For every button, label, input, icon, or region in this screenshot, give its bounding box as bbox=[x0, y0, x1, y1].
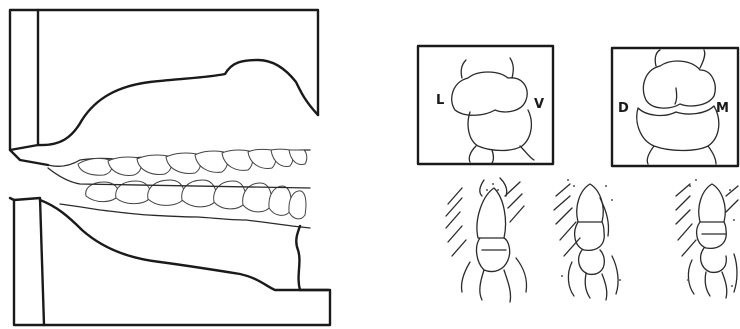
tooth-section-3 bbox=[676, 179, 738, 298]
lower-cast-base bbox=[10, 198, 330, 325]
upper-cast-outline bbox=[38, 60, 318, 145]
label-L: L bbox=[436, 93, 444, 108]
tooth-section-2 bbox=[554, 179, 621, 300]
occlusal-view-lingual-vestibular: L V bbox=[418, 46, 553, 164]
occlusal-view-distal-mesial: D M bbox=[612, 48, 738, 166]
label-M: M bbox=[716, 101, 729, 116]
label-V: V bbox=[534, 97, 544, 112]
dental-cast-side-view bbox=[10, 10, 330, 325]
upper-teeth bbox=[78, 149, 307, 175]
tooth-section-1 bbox=[446, 178, 527, 302]
label-D: D bbox=[618, 101, 629, 116]
upper-cast-base bbox=[10, 10, 318, 165]
